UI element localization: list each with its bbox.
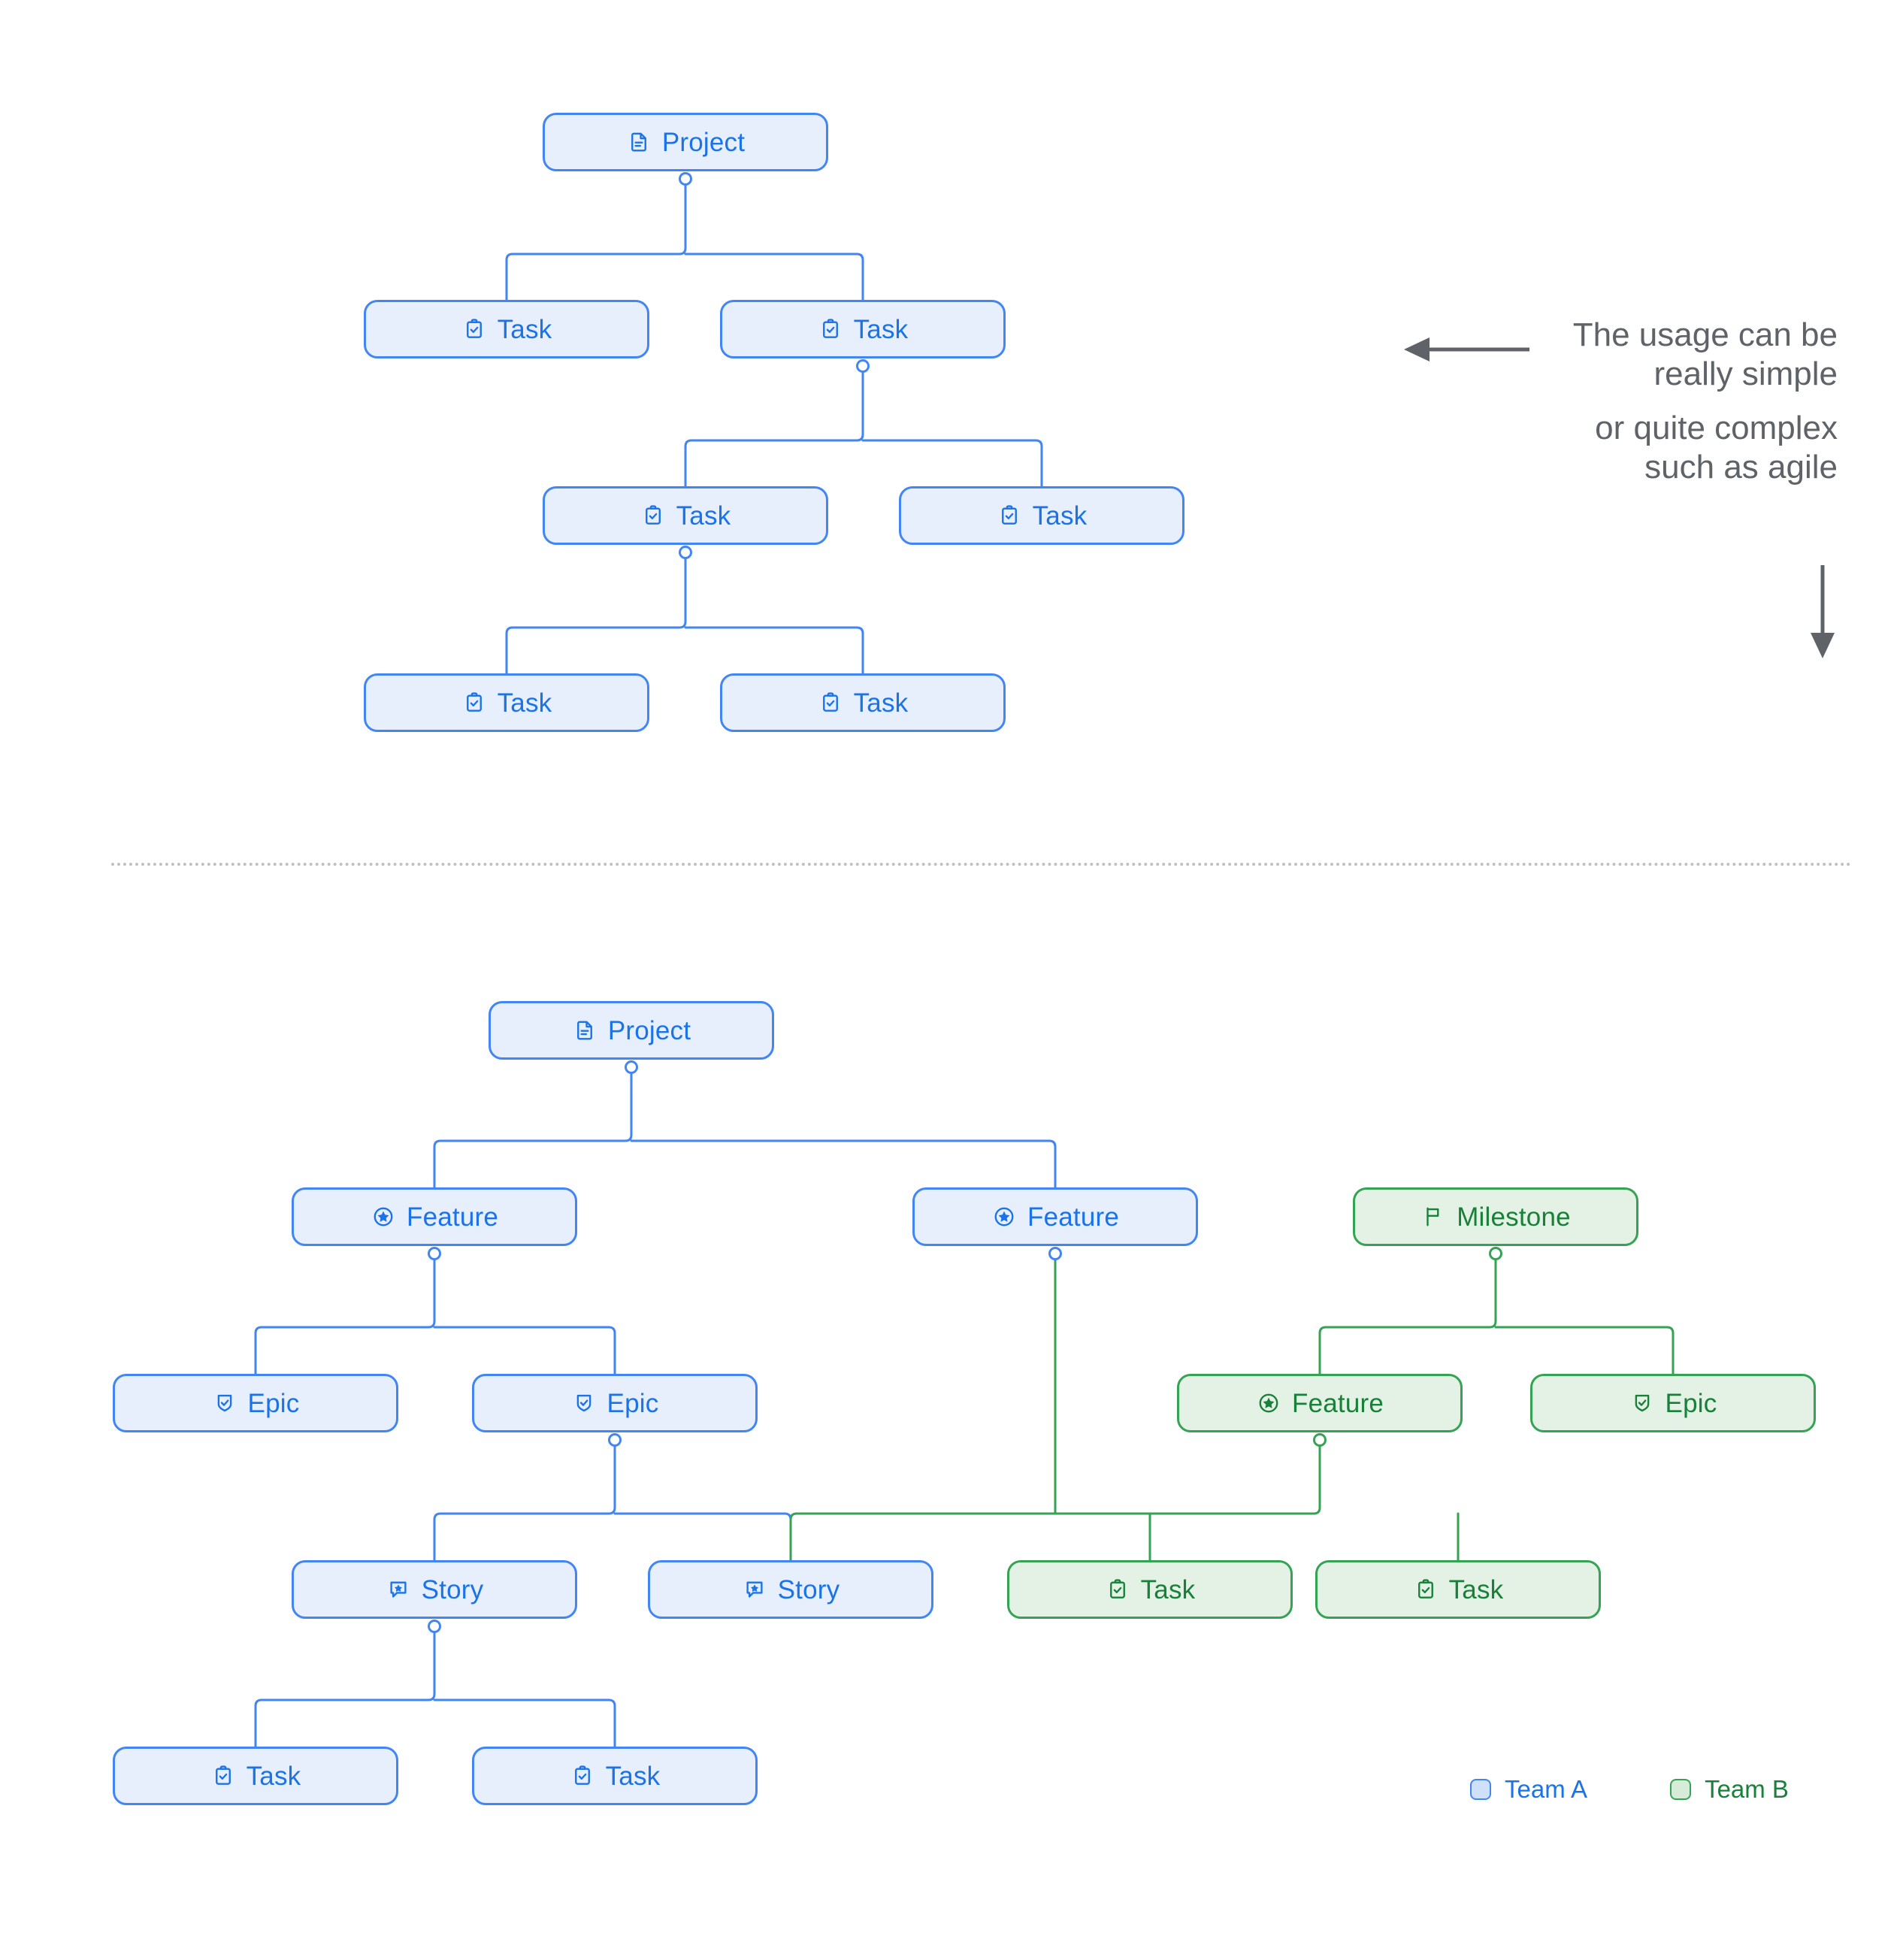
connector-port: [625, 1060, 638, 1074]
feature-icon: [1256, 1390, 1281, 1416]
simple-tree-connectors: [505, 177, 1043, 675]
node-task[interactable]: Task: [543, 486, 828, 545]
square-swatch-icon: [1470, 1779, 1491, 1800]
node-task[interactable]: Task: [720, 300, 1006, 358]
node-project[interactable]: Project: [489, 1001, 774, 1060]
node-feature[interactable]: Feature: [1177, 1374, 1463, 1432]
node-feature[interactable]: Feature: [292, 1187, 577, 1246]
node-label: Task: [605, 1761, 661, 1791]
task-icon: [640, 503, 666, 528]
node-task[interactable]: Task: [720, 673, 1006, 732]
epic-icon: [1629, 1390, 1655, 1416]
node-label: Story: [421, 1574, 484, 1605]
story-icon: [386, 1577, 411, 1602]
connector-port: [1048, 1247, 1062, 1260]
legend-label: Team A: [1505, 1775, 1588, 1803]
arrow-left-icon: [1404, 337, 1529, 361]
task-icon: [1105, 1577, 1130, 1602]
annotation-line-4: such as agile: [1644, 448, 1838, 485]
node-task[interactable]: Task: [364, 673, 649, 732]
arrow-down-icon: [1811, 565, 1835, 658]
annotation-line-3: or quite complex: [1595, 409, 1838, 446]
node-label: Feature: [1027, 1202, 1120, 1232]
document-icon: [626, 129, 652, 155]
node-task[interactable]: Task: [1315, 1560, 1601, 1619]
node-label: Task: [1140, 1574, 1196, 1605]
node-task[interactable]: Task: [364, 300, 649, 358]
annotation-line-2: really simple: [1653, 355, 1838, 392]
node-label: Task: [497, 688, 552, 718]
node-task[interactable]: Task: [1007, 1560, 1293, 1619]
node-label: Project: [661, 127, 746, 157]
node-label: Milestone: [1457, 1202, 1571, 1232]
connector-port: [1489, 1247, 1502, 1260]
node-label: Story: [777, 1574, 840, 1605]
task-icon: [997, 503, 1022, 528]
connector-port: [679, 546, 692, 559]
node-label: Epic: [607, 1388, 659, 1418]
node-epic[interactable]: Epic: [472, 1374, 758, 1432]
node-feature[interactable]: Feature: [912, 1187, 1198, 1246]
task-icon: [818, 316, 843, 342]
feature-icon: [991, 1204, 1017, 1230]
node-label: Feature: [1291, 1388, 1384, 1418]
node-label: Task: [853, 688, 909, 718]
node-milestone[interactable]: Milestone: [1353, 1187, 1638, 1246]
node-label: Feature: [406, 1202, 499, 1232]
epic-icon: [571, 1390, 597, 1416]
story-icon: [742, 1577, 767, 1602]
milestone-icon: [1420, 1204, 1446, 1230]
task-icon: [461, 316, 487, 342]
legend-label: Team B: [1705, 1775, 1789, 1803]
connector-port: [679, 172, 692, 186]
node-project[interactable]: Project: [543, 113, 828, 171]
node-label: Project: [607, 1015, 691, 1045]
node-task[interactable]: Task: [113, 1747, 398, 1805]
connector-port: [608, 1433, 622, 1447]
node-label: Task: [1448, 1574, 1504, 1605]
legend-item-team-a[interactable]: Team A: [1470, 1775, 1587, 1804]
document-icon: [572, 1018, 598, 1043]
node-label: Epic: [1665, 1388, 1717, 1418]
task-icon: [210, 1763, 236, 1789]
connector-port: [1313, 1433, 1327, 1447]
legend-item-team-b[interactable]: Team B: [1670, 1775, 1789, 1804]
annotation-text: The usage can be really simple or quite …: [1428, 316, 1838, 487]
connector-port: [856, 359, 870, 373]
node-label: Task: [497, 314, 552, 344]
node-epic[interactable]: Epic: [1530, 1374, 1816, 1432]
task-icon: [570, 1763, 595, 1789]
task-icon: [1413, 1577, 1439, 1602]
connector-port: [428, 1247, 441, 1260]
connector-port: [428, 1620, 441, 1633]
node-label: Epic: [247, 1388, 300, 1418]
annotation-line-1: The usage can be: [1572, 316, 1838, 353]
node-story[interactable]: Story: [292, 1560, 577, 1619]
legend: Team A Team B: [1470, 1775, 1789, 1804]
task-icon: [818, 690, 843, 715]
node-label: Task: [676, 501, 731, 531]
square-swatch-icon: [1670, 1779, 1692, 1800]
task-icon: [461, 690, 487, 715]
node-label: Task: [246, 1761, 301, 1791]
node-task[interactable]: Task: [899, 486, 1184, 545]
node-label: Task: [853, 314, 909, 344]
section-divider: [111, 863, 1852, 866]
feature-icon: [371, 1204, 396, 1230]
node-story[interactable]: Story: [648, 1560, 933, 1619]
node-epic[interactable]: Epic: [113, 1374, 398, 1432]
node-label: Task: [1032, 501, 1088, 531]
node-task[interactable]: Task: [472, 1747, 758, 1805]
epic-icon: [212, 1390, 237, 1416]
